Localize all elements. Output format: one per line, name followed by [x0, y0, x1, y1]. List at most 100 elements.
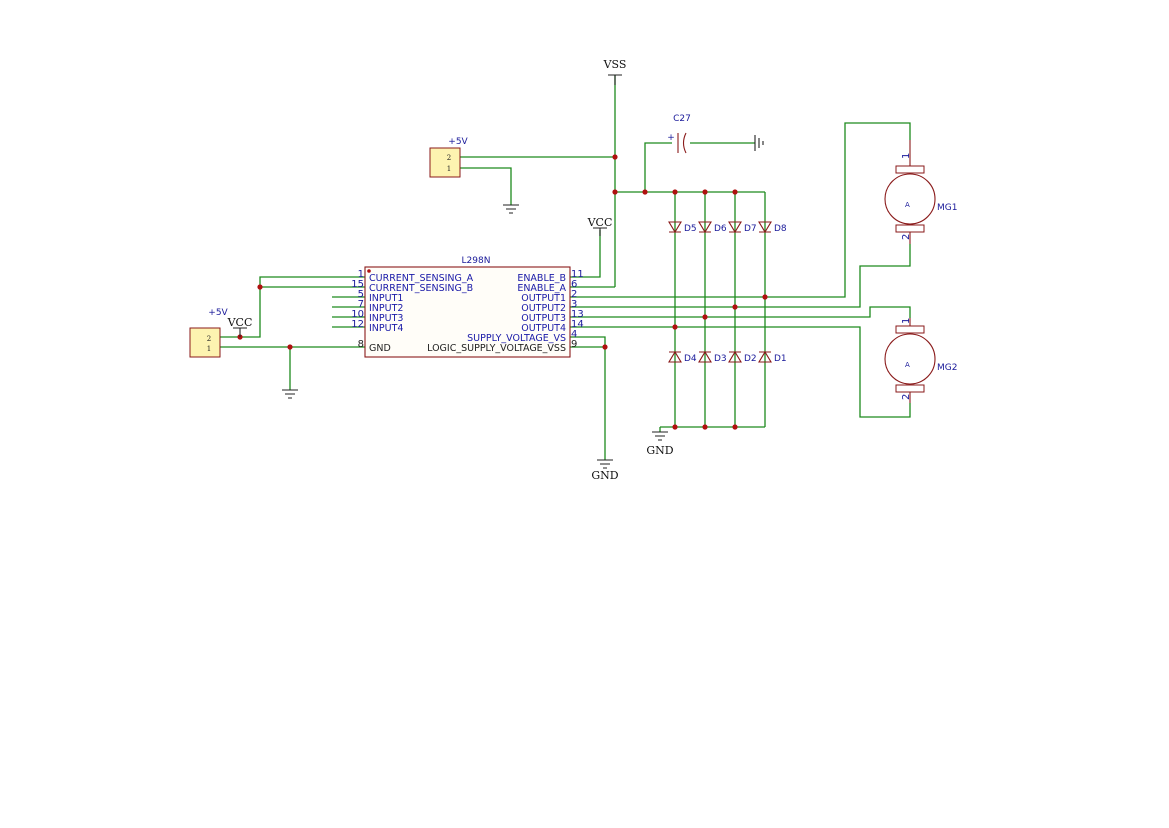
capacitor-c27[interactable]: + C27 [667, 114, 691, 154]
capacitor-polarity: + [667, 133, 675, 143]
motor-label: MG2 [937, 363, 957, 373]
vcc-symbol-mid: VCC [587, 216, 613, 236]
pin-number: 6 [571, 279, 577, 290]
diode-top[interactable]: D5 [668, 221, 697, 234]
pin-name: INPUT1 [369, 293, 403, 304]
junction-dot [672, 324, 678, 330]
pin-number: 2 [571, 289, 577, 300]
pin-number: 1 [901, 153, 912, 159]
junction-dot [732, 304, 738, 310]
motor-label: MG1 [937, 203, 957, 213]
capacitor-label: C27 [673, 114, 691, 124]
junction-dot [672, 189, 678, 195]
junction-dot [612, 154, 618, 160]
junction-dot [612, 189, 618, 195]
diode-label: D8 [774, 224, 787, 234]
diode-top[interactable]: D8 [758, 221, 787, 234]
pin-number: 1 [901, 318, 912, 324]
pin-number: 13 [571, 309, 584, 320]
pin-number: 1 [447, 165, 451, 173]
pin-number: 12 [351, 319, 364, 330]
junction-dot [287, 344, 293, 350]
pin-number: 5 [358, 289, 364, 300]
vss-label: VSS [603, 58, 627, 71]
junction-dot [602, 344, 608, 350]
junction-dot [762, 294, 768, 300]
junction-dot [702, 314, 708, 320]
ic-label: L298N [462, 256, 491, 266]
diode-label: D7 [744, 224, 757, 234]
diode-label: D2 [744, 354, 757, 364]
diode-label: D6 [714, 224, 727, 234]
vcc-symbol-left: VCC [227, 316, 253, 337]
pin-name: OUTPUT2 [521, 303, 566, 314]
ground-icon [503, 204, 519, 214]
connector-left[interactable]: 2 1 +5V [189, 308, 229, 358]
pin-number: 8 [358, 339, 364, 350]
pin-number: 15 [351, 279, 364, 290]
junction-dot [702, 424, 708, 430]
pin-number: 7 [358, 299, 364, 310]
pin-number: 10 [351, 309, 364, 320]
pin-number: 9 [571, 339, 577, 350]
chassis-ground-icon [754, 135, 764, 151]
junctions [237, 154, 768, 430]
pin-name: INPUT4 [369, 323, 403, 334]
pin-number: 2 [447, 154, 451, 162]
pin-number: 14 [571, 319, 584, 330]
connector-top[interactable]: 2 1 +5V [429, 137, 469, 178]
ground-icon [282, 389, 298, 399]
vcc-label: VCC [227, 316, 253, 329]
junction-dot [672, 424, 678, 430]
diodes: D5 D6 D7 D8 D4 D3 D2 D1 [668, 221, 787, 364]
connector-label: +5V [208, 308, 228, 318]
ic-l298n[interactable]: L298N 1 CURRENT_SENSING_A 15 CURRENT_SEN… [351, 256, 584, 358]
diode-bottom[interactable]: D2 [728, 350, 757, 364]
pin-name: INPUT2 [369, 303, 403, 314]
pin-name: INPUT3 [369, 313, 403, 324]
connector-label: +5V [448, 137, 468, 147]
pin-number: 3 [571, 299, 577, 310]
pin-number: 1 [358, 269, 364, 280]
diode-top[interactable]: D6 [698, 221, 727, 234]
gnd-label: GND [646, 444, 673, 457]
gnd-label: GND [591, 469, 618, 482]
pin-name: OUTPUT1 [521, 293, 566, 304]
pin-name: SUPPLY_VOLTAGE_VS [467, 333, 566, 344]
pin-number: 1 [207, 345, 211, 353]
pin-name: ENABLE_B [517, 273, 566, 284]
diode-label: D4 [684, 354, 697, 364]
diode-label: D1 [774, 354, 787, 364]
motor-symbol: A [905, 201, 910, 209]
diode-bottom[interactable]: D1 [758, 350, 787, 364]
diode-bottom[interactable]: D3 [698, 350, 727, 364]
pin-name: CURRENT_SENSING_B [369, 283, 473, 294]
pin-name: CURRENT_SENSING_A [369, 273, 474, 284]
vss-symbol: VSS [603, 58, 627, 85]
pin-name: ENABLE_A [517, 283, 566, 294]
pin-name: OUTPUT3 [521, 313, 566, 324]
junction-dot [702, 189, 708, 195]
pin-name: GND [369, 343, 391, 354]
motor-mg1[interactable]: A MG1 1 2 [884, 140, 957, 244]
junction-dot [732, 189, 738, 195]
pin-number: 11 [571, 269, 584, 280]
motor-mg2[interactable]: A MG2 1 2 [884, 318, 957, 403]
pin-name: OUTPUT4 [521, 323, 566, 334]
vcc-label: VCC [587, 216, 613, 229]
diode-top[interactable]: D7 [728, 221, 757, 234]
gnd-symbol-diodes: GND [646, 431, 674, 457]
pin-number: 2 [901, 394, 912, 400]
gnd-symbol-ic: GND [591, 459, 619, 482]
pin-name: LOGIC_SUPPLY_VOLTAGE_VSS [427, 343, 566, 354]
pin-number: 2 [901, 234, 912, 240]
junction-dot [257, 284, 263, 290]
junction-dot [642, 189, 648, 195]
diode-label: D3 [714, 354, 727, 364]
pin-number: 2 [207, 335, 211, 343]
junction-dot [732, 424, 738, 430]
motor-symbol: A [905, 361, 910, 369]
diode-label: D5 [684, 224, 697, 234]
diode-bottom[interactable]: D4 [668, 350, 697, 364]
